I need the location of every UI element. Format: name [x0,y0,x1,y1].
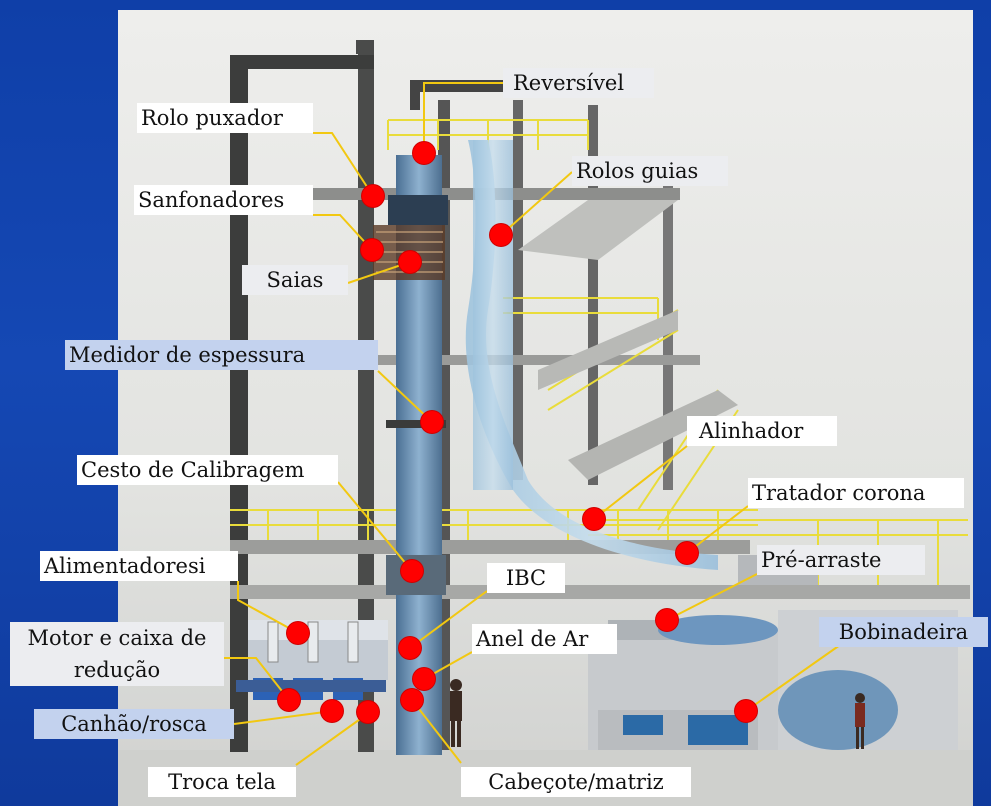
marker-motor [278,689,300,711]
label-rolos-guias: Rolos guias [572,156,728,186]
label-ibc: IBC [487,563,565,593]
label-anel-ar: Anel de Ar [472,624,617,654]
marker-reversivel [413,142,435,164]
marker-cabecote [401,689,423,711]
marker-anel-ar [413,668,435,690]
label-tratador-corona: Tratador corona [748,478,964,508]
label-alinhador: Alinhador [687,416,837,446]
label-medidor-espessura: Medidor de espessura [65,340,378,370]
label-cesto-calibragem: Cesto de Calibragem [77,455,338,485]
marker-canhao [321,700,343,722]
label-bobinadeira: Bobinadeira [819,617,988,647]
label-cabecote-matriz: Cabeçote/matriz [461,767,691,797]
label-motor-caixa: Motor e caixa de redução [10,622,224,686]
label-pre-arraste: Pré-arraste [757,545,925,575]
marker-bobinadeira [735,700,757,722]
marker-rolo-puxador [362,185,384,207]
label-canhao-rosca: Canhão/rosca [34,709,234,739]
label-saias: Saias [242,265,348,295]
marker-saias [399,251,421,273]
label-rolo-puxador: Rolo puxador [137,103,313,133]
label-reversivel: Reversível [503,68,654,98]
marker-tratador [676,542,698,564]
label-sanfonadores: Sanfonadores [134,185,313,215]
marker-alinhador [583,508,605,530]
marker-alimentadores [287,622,309,644]
marker-troca-tela [357,701,379,723]
marker-medidor [421,411,443,433]
label-troca-tela: Troca tela [148,767,296,797]
marker-pre-arraste [656,609,678,631]
marker-ibc [399,637,421,659]
label-alimentadores: Alimentadoresi [40,551,238,581]
marker-cesto [401,560,423,582]
marker-rolos-guias [490,224,512,246]
marker-sanfonadores [361,239,383,261]
